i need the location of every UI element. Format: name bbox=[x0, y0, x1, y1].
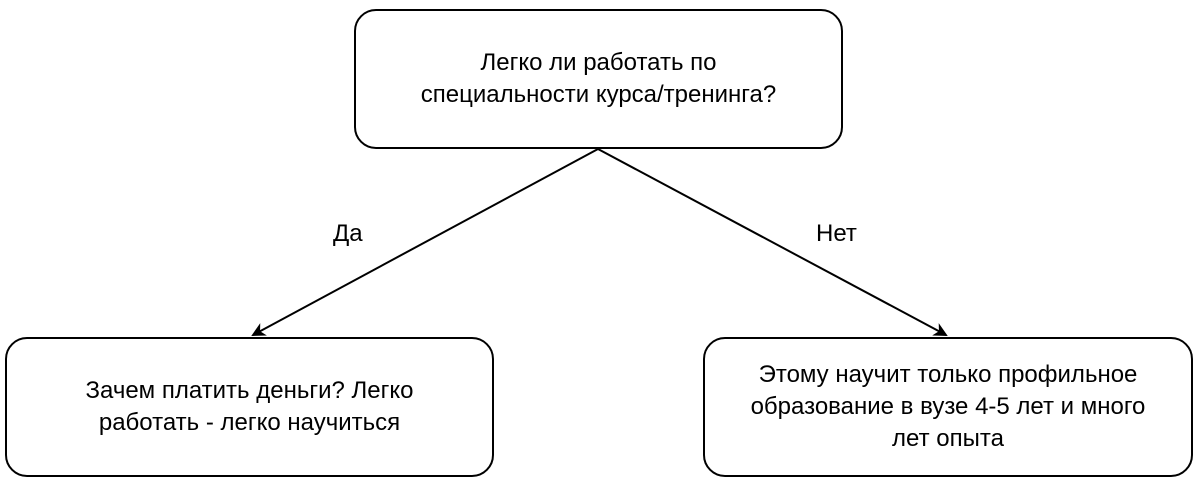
yes-branch-label: Да bbox=[333, 220, 363, 247]
no-branch-label: Нет bbox=[816, 220, 857, 247]
yes-answer-node: Зачем платить деньги? Легко работать - л… bbox=[5, 337, 494, 477]
no-answer-node: Этому научит только профильное образован… bbox=[703, 337, 1193, 477]
no-branch-arrow bbox=[597, 148, 948, 336]
yes-answer-text: Зачем платить деньги? Легко работать - л… bbox=[85, 377, 414, 436]
no-answer-text: Этому научит только профильное образован… bbox=[750, 361, 1146, 452]
question-node: Легко ли работать по специальности курса… bbox=[354, 9, 843, 149]
question-text: Легко ли работать по специальности курса… bbox=[420, 49, 777, 108]
yes-branch-arrow bbox=[251, 148, 599, 336]
